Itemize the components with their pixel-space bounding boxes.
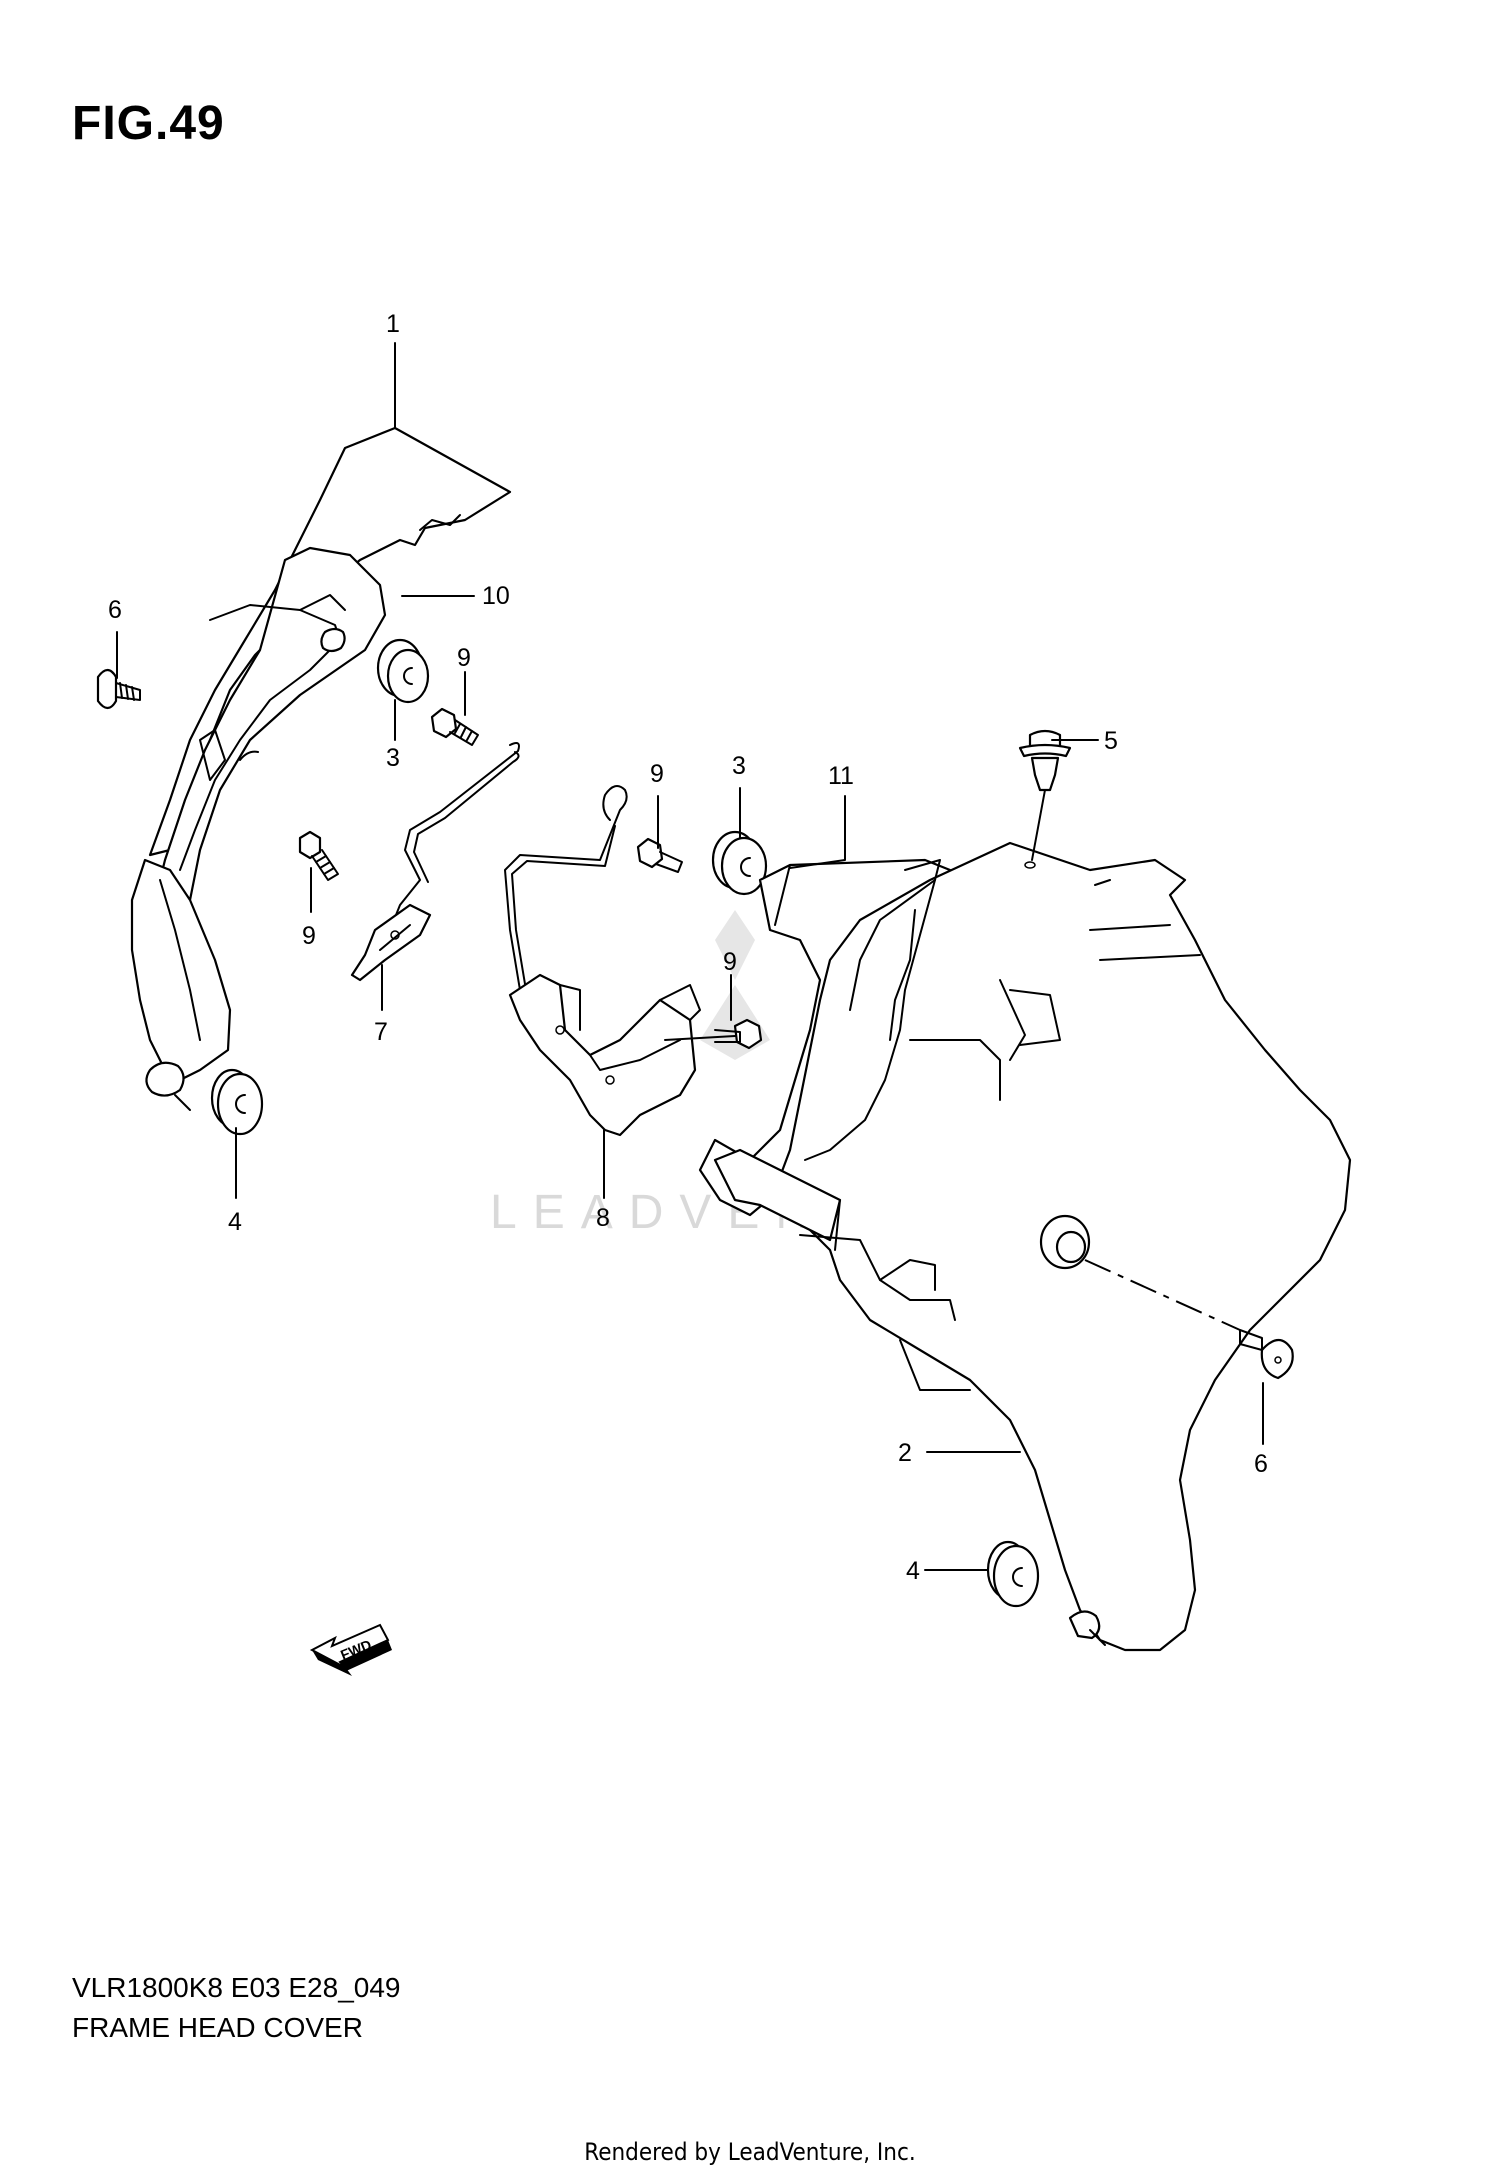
- figure-name: FRAME HEAD COVER: [72, 2012, 363, 2043]
- callout-6-right: 6: [1254, 1450, 1268, 1478]
- callout-6-left: 6: [108, 596, 122, 624]
- bolt-6-right: [1239, 1329, 1294, 1380]
- callout-9-lower: 9: [723, 948, 737, 976]
- callout-8: 8: [596, 1204, 610, 1232]
- grommet-3-middle: [711, 830, 768, 896]
- bolt-9-middle: [636, 837, 683, 873]
- callout-9-upper: 9: [457, 644, 471, 672]
- clip-7: [350, 742, 520, 982]
- leader-lines: [116, 342, 1264, 1571]
- part-2-outer-cover: [713, 841, 1352, 1652]
- callout-7: 7: [374, 1018, 388, 1046]
- bolt-9-left: [298, 830, 339, 881]
- callout-4-right: 4: [906, 1557, 920, 1585]
- part-10-bracket: [130, 546, 387, 1111]
- bolt-9-lower: [664, 1018, 763, 1050]
- callout-9-left: 9: [302, 922, 316, 950]
- callout-1: 1: [386, 310, 400, 338]
- clip-5: [1018, 729, 1072, 861]
- callout-2: 2: [898, 1439, 912, 1467]
- callout-labels: 1 10 6 9 3 9 3 11 5 9 7 9 8 4 6 2 4: [108, 310, 1268, 1585]
- bolt-9-upper: [430, 707, 479, 746]
- callout-3-middle: 3: [732, 752, 746, 780]
- fwd-arrow-icon: FWD: [309, 1623, 392, 1676]
- grommet-4-right: [986, 1540, 1040, 1608]
- callout-9-middle: 9: [650, 760, 664, 788]
- rendered-by-credit: Rendered by LeadVenture, Inc.: [584, 2138, 916, 2166]
- callout-11: 11: [828, 762, 854, 790]
- part-8-stay: [504, 785, 701, 1137]
- figure-title: FIG.49: [72, 97, 225, 150]
- grommet-3-left: [376, 638, 430, 704]
- callout-10: 10: [482, 582, 510, 610]
- grommet-4-left: [210, 1068, 264, 1136]
- callout-4-left: 4: [228, 1208, 242, 1236]
- callout-5: 5: [1104, 727, 1118, 755]
- bolt-6-left: [96, 668, 141, 710]
- callout-3-left: 3: [386, 744, 400, 772]
- model-code: VLR1800K8 E03 E28_049: [72, 1972, 401, 2003]
